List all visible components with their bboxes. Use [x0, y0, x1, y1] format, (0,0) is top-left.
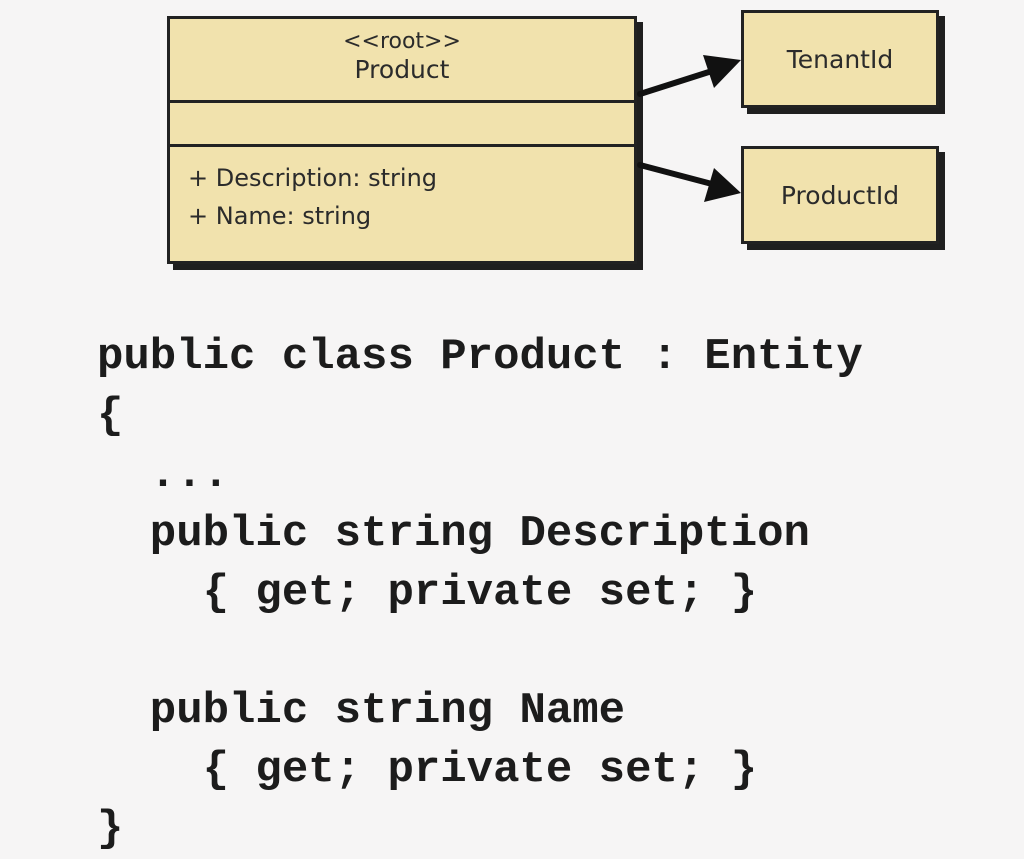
class-member-description: + Description: string [188, 164, 438, 192]
code-line: public string Name [97, 686, 626, 736]
code-line: public string Description [97, 509, 810, 559]
class-name: Product [354, 55, 450, 84]
code-line: } [97, 804, 124, 854]
tenantid-label: TenantId [786, 44, 894, 74]
productid-label: ProductId [780, 180, 900, 210]
arrow-to-tenantid [637, 55, 741, 97]
arrowhead-icon [704, 168, 741, 202]
class-members-compartment: + Description: string + Name: string [170, 147, 634, 235]
productid-box: ProductId [741, 146, 939, 244]
tenantid-box: TenantId [741, 10, 939, 108]
code-line [97, 623, 863, 682]
code-line: { [97, 391, 124, 441]
product-class-box: <<root>> Product + Description: string +… [167, 16, 637, 264]
class-member-name: + Name: string [188, 202, 372, 230]
class-attributes-compartment [170, 103, 634, 147]
code-line: ... [97, 450, 230, 500]
arrowhead-icon [703, 55, 741, 88]
code-line: public class Product : Entity [97, 332, 863, 382]
code-line: { get; private set; } [97, 568, 758, 618]
arrow-to-productid [637, 162, 741, 202]
class-stereotype: <<root>> [343, 29, 461, 54]
code-snippet: public class Product : Entity { ... publ… [97, 328, 863, 859]
code-line: { get; private set; } [97, 745, 758, 795]
class-header: <<root>> Product [170, 19, 634, 103]
